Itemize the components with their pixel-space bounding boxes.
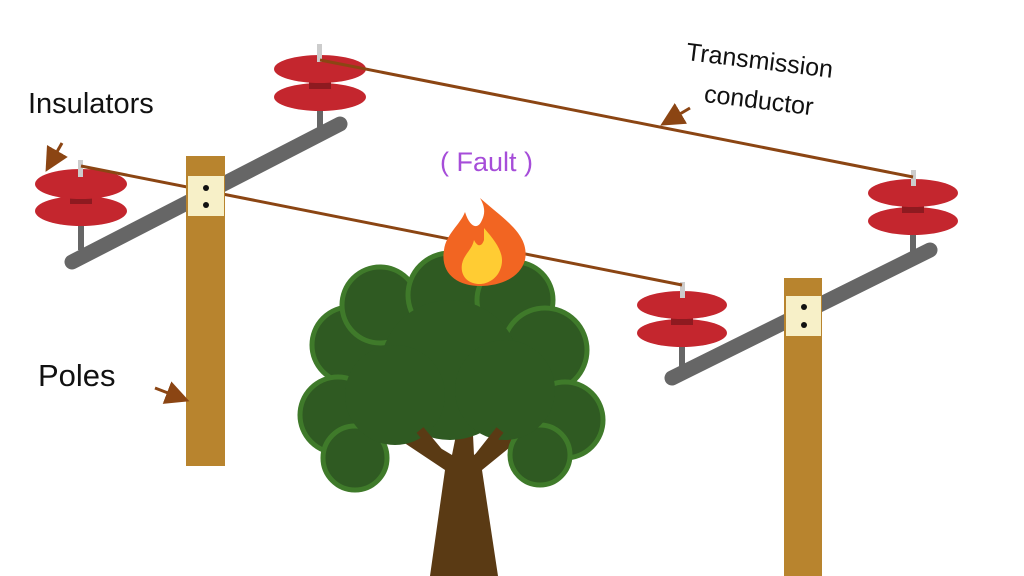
- insulator-back-left: [274, 44, 366, 111]
- insulator-stem: [679, 344, 685, 370]
- pole-bracket: [786, 296, 821, 336]
- insulator-front-right: [637, 282, 727, 347]
- insulators-label: Insulators: [28, 88, 154, 120]
- tree-trunk: [400, 415, 525, 576]
- insulator-back-right: [868, 170, 958, 235]
- conductor-back: [319, 58, 914, 179]
- poles-label: Poles: [38, 358, 116, 393]
- insulator-stem: [317, 108, 323, 130]
- fire-icon: [443, 198, 526, 286]
- insulator-stem: [78, 222, 84, 250]
- insulator-front-left: [35, 160, 127, 226]
- insulator-arrow: [45, 142, 68, 172]
- insulator-stem: [910, 232, 916, 260]
- fault-label: ( Fault ): [440, 147, 534, 177]
- pole-bracket: [188, 176, 224, 216]
- conductor-front: [80, 164, 683, 287]
- tree-foliage: [297, 250, 606, 493]
- pole-arrow: [154, 381, 190, 404]
- tree: [297, 250, 606, 576]
- conductor-arrow: [660, 103, 691, 126]
